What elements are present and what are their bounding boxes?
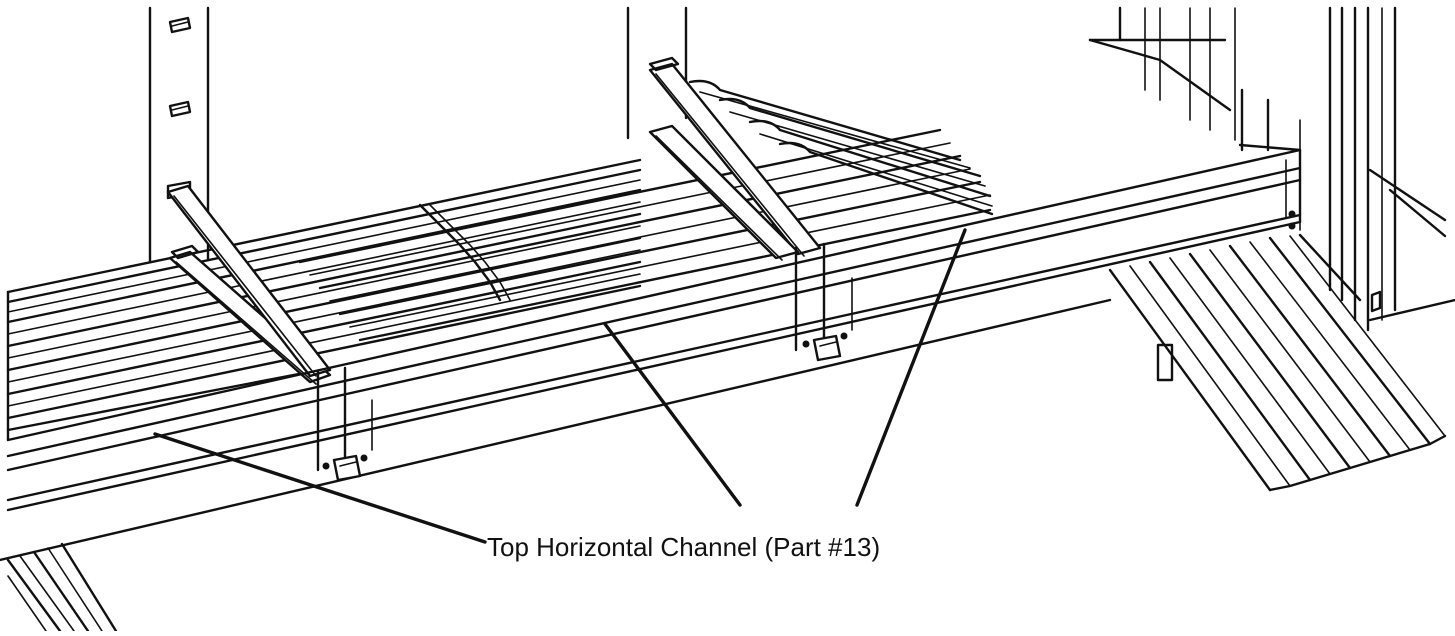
top-horizontal-channel [0,143,1302,562]
crossbar-3 [648,56,822,257]
back-wall-right [1088,6,1270,152]
roof-panels-left [6,158,642,442]
crossbar-2 [166,184,332,378]
wall-clip-2 [168,100,192,118]
leader-line-3 [855,228,967,507]
crossbar-4 [648,124,800,261]
leader-line-2 [603,322,742,507]
wall-clip-1 [168,16,192,34]
roof-panel-right-exterior [1108,235,1447,492]
callout-label: Top Horizontal Channel (Part #13) [487,532,880,562]
right-door-frame [1298,6,1455,332]
leader-line-1 [153,432,487,544]
roof-panels-far [688,79,994,216]
channel-bracket-1 [322,454,368,482]
leader-lines [153,228,967,544]
roof-panels-center [298,128,992,342]
roof-panel-lower-left [6,542,118,633]
channel-bracket-2 [802,332,848,362]
